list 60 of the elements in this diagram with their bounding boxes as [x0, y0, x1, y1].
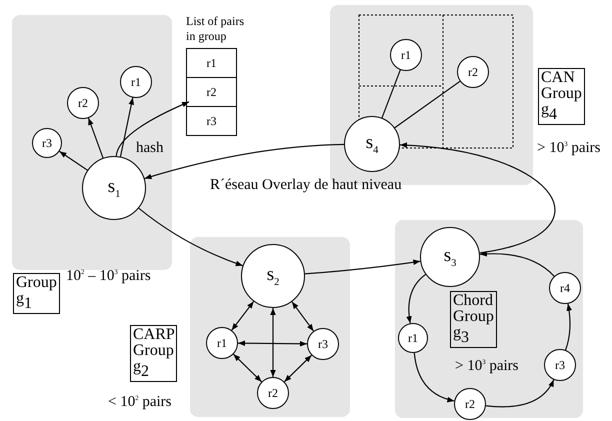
node-circle [544, 349, 576, 381]
node-label: r3 [318, 336, 328, 352]
node-circle [549, 272, 581, 304]
node-circle [32, 128, 62, 158]
node-label: s$_{3}$ [444, 245, 456, 269]
node-label: r4 [560, 280, 570, 296]
table-heading: List of pairs in group [186, 14, 245, 44]
node-label: r2 [268, 386, 278, 400]
table-cell: r2 [187, 77, 236, 106]
arrow [284, 354, 312, 382]
node-label: r3 [555, 358, 565, 372]
group-panel [190, 237, 350, 417]
group-panel [395, 220, 583, 418]
overlay-caption: R´éseau Overlay de haut niveau [210, 177, 402, 194]
arrow [304, 260, 420, 274]
arrow [116, 101, 190, 156]
node-label: s$_{2}$ [266, 264, 280, 288]
node-label: r1 [131, 74, 141, 90]
pairs-count: 10$^{2}$ – 10$^{3}$ pairs [66, 268, 151, 285]
node-circle [120, 66, 152, 98]
node-label: r1 [408, 330, 418, 346]
table-cell-text: r1 [206, 54, 218, 72]
pairs-count: > 10$^{3}$ pairs [455, 358, 519, 375]
node-circle [390, 39, 422, 71]
node-label: r3 [42, 136, 52, 150]
edge-label: hash [136, 140, 164, 157]
arrow [231, 301, 254, 331]
node-label: r1 [401, 48, 411, 62]
arrow [144, 144, 344, 180]
arrow [480, 251, 555, 277]
arrow [565, 304, 572, 350]
node-circle [398, 323, 428, 353]
arrow [400, 142, 555, 254]
arrow [238, 340, 307, 347]
node-label: r2 [468, 64, 478, 80]
arrow [486, 379, 554, 408]
pairs-count: > 10$^{3}$ pairs [537, 140, 601, 157]
node-circle [454, 388, 486, 420]
group-panel [12, 15, 172, 270]
table-cell: r3 [187, 106, 236, 135]
arrow [270, 308, 276, 377]
node-circle [206, 327, 238, 359]
arrow [120, 98, 134, 157]
arrow [59, 150, 88, 171]
node-circle [67, 87, 99, 119]
arrow [88, 118, 104, 158]
arrow [414, 352, 454, 402]
node-circle [257, 377, 289, 409]
arrow [406, 274, 426, 324]
node-label: r2 [78, 96, 88, 110]
node-label: r1 [217, 336, 227, 350]
node-circle [457, 56, 489, 88]
arrow [292, 301, 314, 332]
pairs-count: < 10$^{2}$ pairs [108, 394, 172, 411]
node-label: s$_{1}$ [108, 176, 120, 200]
node-circle [307, 328, 339, 360]
node-label: r2 [465, 396, 475, 412]
arrow [233, 354, 262, 382]
arrow [138, 208, 243, 266]
node-label: s$_{4}$ [366, 132, 378, 156]
